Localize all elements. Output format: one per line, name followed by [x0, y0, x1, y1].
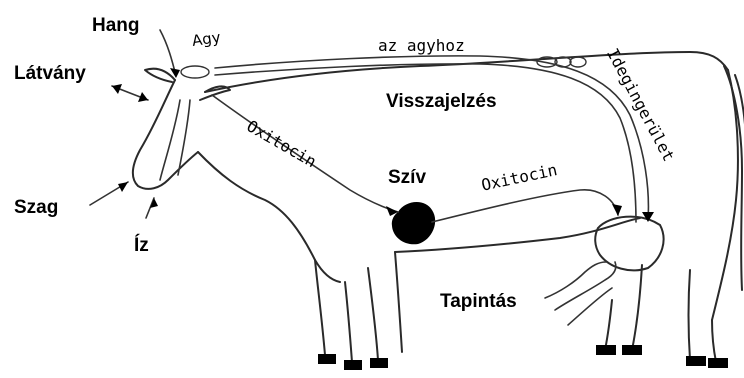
- hand-outline: [545, 262, 616, 325]
- oxytocin-path-body: [432, 190, 618, 222]
- hoof-6: [686, 356, 706, 366]
- hoof-4: [596, 345, 616, 355]
- cow-rear-leg-left: [605, 265, 642, 350]
- hoof-3: [370, 358, 388, 368]
- hoof-5: [622, 345, 642, 355]
- label-visszajelzes: Visszajelzés: [386, 92, 497, 111]
- hoof-1: [318, 354, 336, 364]
- label-latvany: Látvány: [14, 64, 86, 83]
- cow-rear-leg-right: [689, 270, 717, 362]
- label-sziv: Szív: [388, 168, 426, 187]
- cow-rump-outline: [712, 70, 738, 320]
- label-szag: Szag: [14, 198, 58, 217]
- label-tapintas: Tapintás: [440, 292, 517, 311]
- heart-shape: [392, 202, 435, 244]
- label-iz: Íz: [134, 236, 149, 255]
- hoof-7: [708, 358, 728, 368]
- hoof-2: [344, 360, 362, 370]
- label-az-agyhoz: az agyhoz: [378, 38, 465, 54]
- cow-neck-outline: [198, 152, 340, 282]
- cow-front-leg-left: [315, 260, 352, 362]
- label-agy: Agy: [191, 30, 221, 49]
- label-hang: Hang: [92, 16, 140, 35]
- cow-front-leg-right: [368, 252, 402, 360]
- cow-back-outline: [205, 52, 728, 92]
